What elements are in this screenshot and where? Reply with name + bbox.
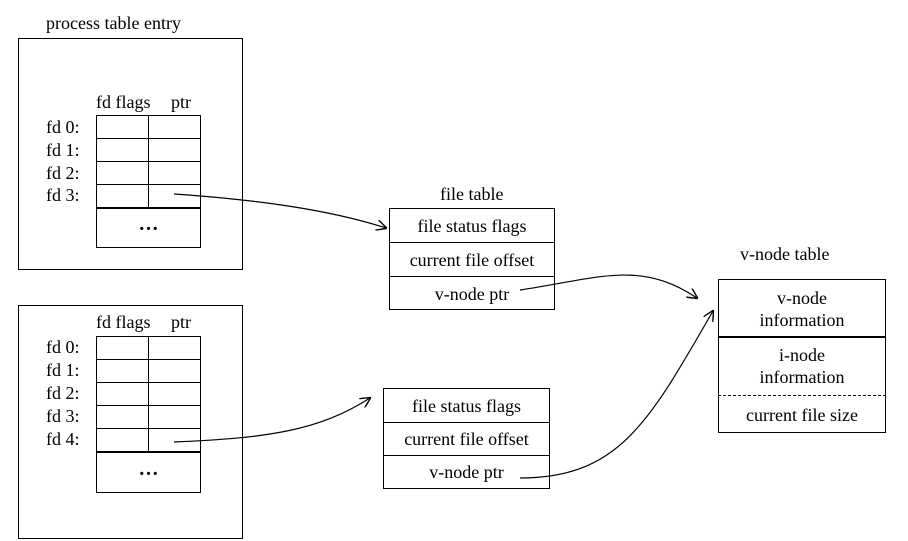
fd-row-1-flags: [96, 359, 149, 383]
current-file-size: current file size: [746, 405, 858, 425]
fd-row-2-ptr: [148, 382, 201, 406]
fd-table-separator: [96, 207, 201, 209]
dashed-divider: [718, 395, 886, 396]
fd-row-4-ptr: [148, 428, 201, 452]
i-node-information: i-node: [779, 345, 825, 365]
fd-label: fd 0:: [46, 337, 80, 357]
ellipsis: …: [138, 458, 159, 480]
file-status-flags: file status flags: [412, 396, 521, 416]
ellipsis: …: [138, 213, 159, 235]
fd-row-3-ptr: [148, 405, 201, 429]
fd-table-separator: [96, 451, 201, 453]
fd-flags-header: fd flags: [96, 312, 151, 332]
fd-row-1-ptr: [148, 359, 201, 383]
v-node-information: v-node: [777, 288, 827, 308]
fd-label: fd 1:: [46, 140, 80, 160]
fd-row-1-flags: [96, 138, 149, 162]
current-file-offset: current file offset: [404, 429, 529, 449]
v-node-information: information: [759, 310, 845, 330]
fd-row-2-flags: [96, 161, 149, 185]
fd-label: fd 3:: [46, 406, 80, 426]
fd-label: fd 2:: [46, 163, 80, 183]
ptr-header: ptr: [171, 92, 191, 112]
fd-row-0-ptr: [148, 115, 201, 139]
ptr-header: ptr: [171, 312, 191, 332]
fd-row-2-flags: [96, 382, 149, 406]
fd-row-3-flags: [96, 405, 149, 429]
v-node-ptr: v-node ptr: [429, 462, 504, 482]
fd-row-3-ptr: [148, 184, 201, 208]
fd-row-1-ptr: [148, 138, 201, 162]
fd-label: fd 2:: [46, 383, 80, 403]
v-node-table: [718, 279, 886, 433]
fd-row-4-flags: [96, 428, 149, 452]
fd-label: fd 3:: [46, 185, 80, 205]
current-file-offset: current file offset: [409, 250, 535, 270]
fd-label: fd 4:: [46, 429, 80, 449]
fd-row-3-flags: [96, 184, 149, 208]
fd-row-2-ptr: [148, 161, 201, 185]
fd-row-0-flags: [96, 115, 149, 139]
v-node-table-title: v-node table: [740, 244, 830, 264]
file-table-title: file table: [440, 184, 504, 204]
file-status-flags: file status flags: [417, 216, 527, 236]
i-node-information: information: [759, 367, 845, 387]
fd-row-0-ptr: [148, 336, 201, 360]
fd-row-0-flags: [96, 336, 149, 360]
v-node-ptr: v-node ptr: [434, 284, 510, 304]
fd-flags-header: fd flags: [96, 92, 151, 112]
process-table-entry-title: process table entry: [46, 13, 181, 33]
fd-label: fd 0:: [46, 117, 80, 137]
v-node-i-node-separator: [718, 336, 886, 338]
fd-label: fd 1:: [46, 360, 80, 380]
